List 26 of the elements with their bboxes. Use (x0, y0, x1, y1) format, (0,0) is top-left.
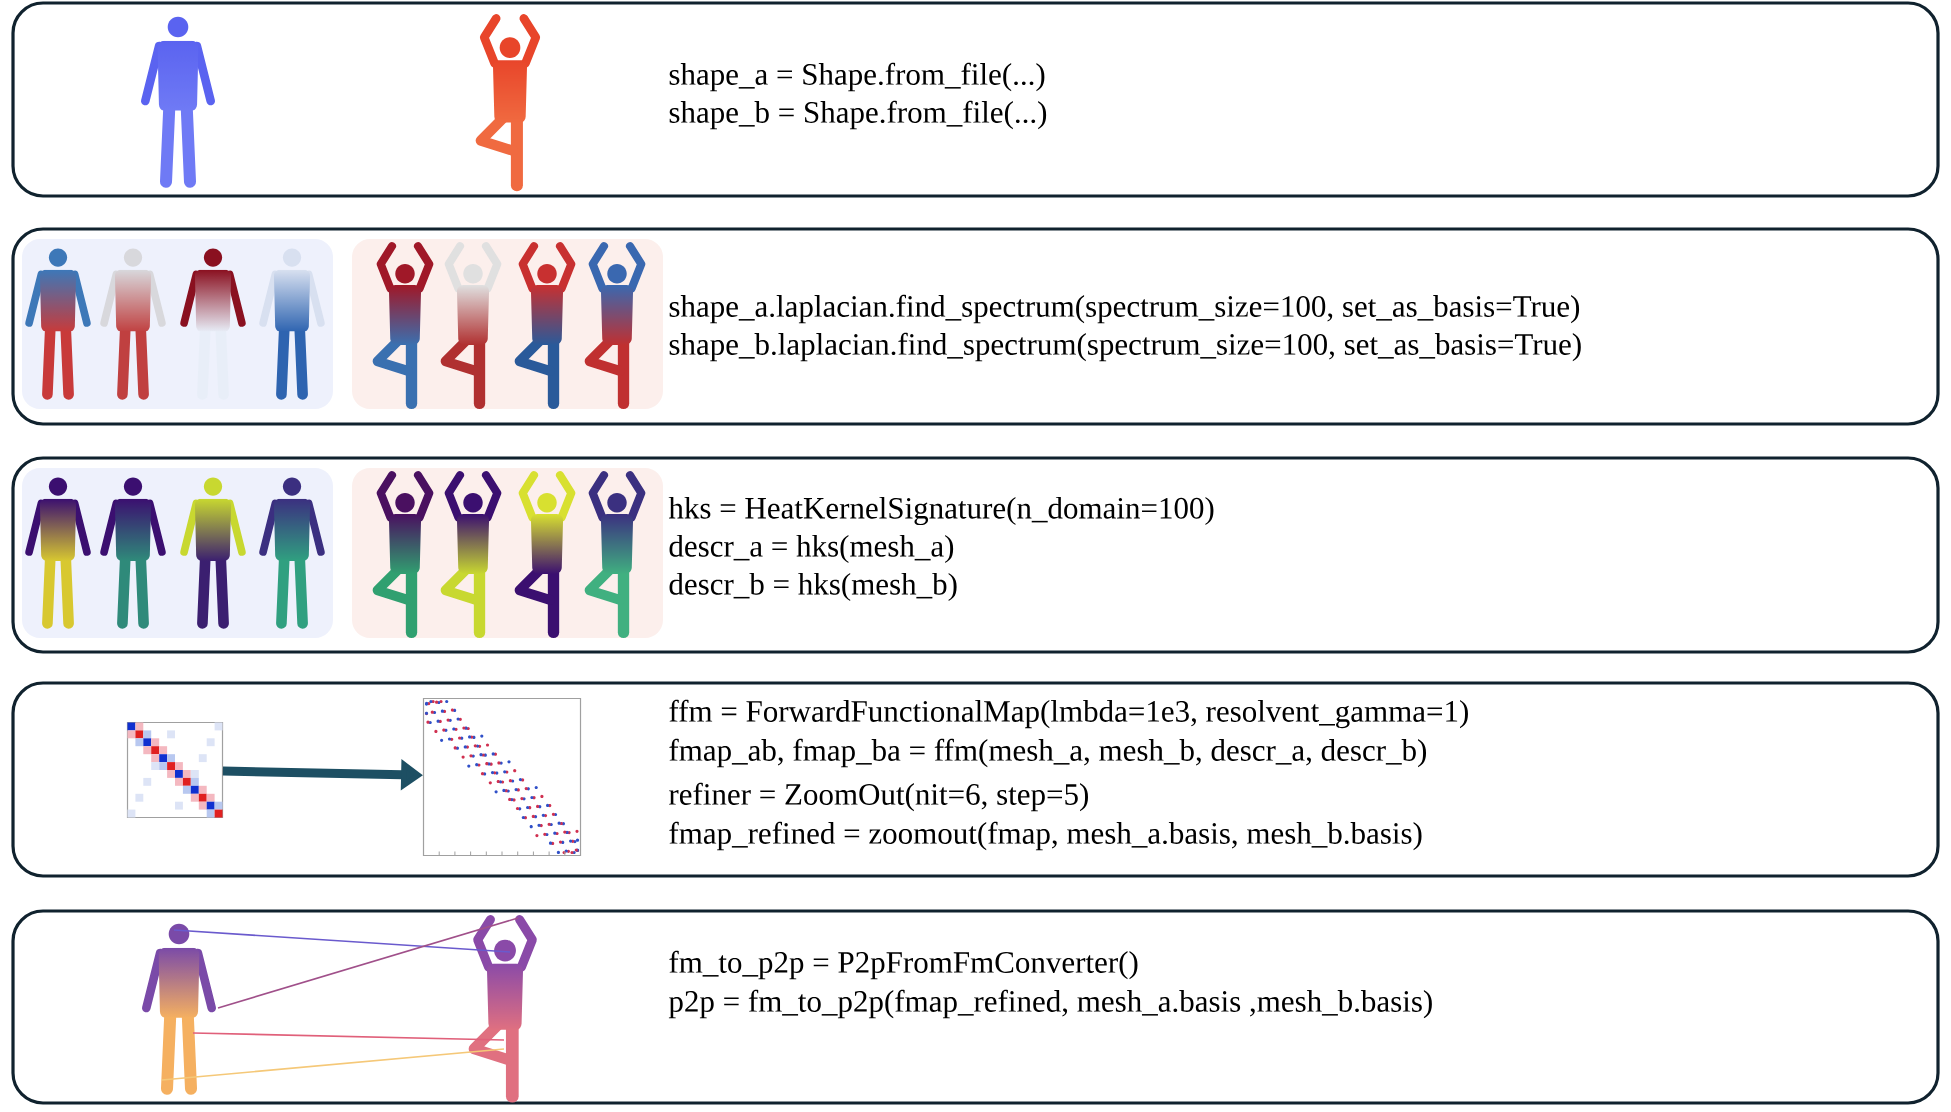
human-figure (142, 923, 216, 1095)
matrix-plot (422, 697, 582, 857)
code-line: shape_b = Shape.from_file(...) (669, 100, 1047, 130)
code-line: shape_a.laplacian.find_spectrum(spectrum_size=100, set_as_basis=True) (669, 294, 1580, 324)
correspondence-line (217, 917, 519, 1009)
code-line: descr_a = hks(mesh_a) (669, 534, 954, 564)
code-line: descr_b = hks(mesh_b) (669, 572, 957, 602)
human-figure (468, 915, 537, 1103)
code-panel (11, 909, 1940, 1105)
correspondence-line (173, 929, 511, 953)
code-line: fmap_refined = zoomout(fmap, mesh_a.basis, mesh_b.basis) (669, 821, 1422, 851)
code-panel (11, 456, 1940, 654)
code-line: ffm = ForwardFunctionalMap(lmbda=1e3, resolvent_gamma=1) (669, 699, 1468, 729)
code-line: fmap_ab, fmap_ba = ffm(mesh_a, mesh_b, descr_a, descr_b) (669, 738, 1426, 768)
code-panel (11, 681, 1940, 878)
code-line: shape_a = Shape.from_file(...) (669, 62, 1045, 92)
code-line: p2p = fm_to_p2p(fmap_refined, mesh_a.basis ,mesh_b.basis) (668, 989, 1432, 1019)
code-panel (11, 227, 1940, 426)
correspondence-line (161, 1048, 505, 1081)
code-line: refiner = ZoomOut(nit=6, step=5) (669, 782, 1088, 812)
code-line: fm_to_p2p = P2pFromFmConverter() (669, 950, 1138, 980)
correspondence-line (192, 1032, 505, 1041)
matrix-plot (126, 721, 224, 819)
code-line: hks = HeatKernelSignature(n_domain=100) (668, 496, 1214, 526)
code-line: shape_b.laplacian.find_spectrum(spectrum_size=100, set_as_basis=True) (669, 332, 1581, 362)
code-panel (11, 1, 1940, 198)
